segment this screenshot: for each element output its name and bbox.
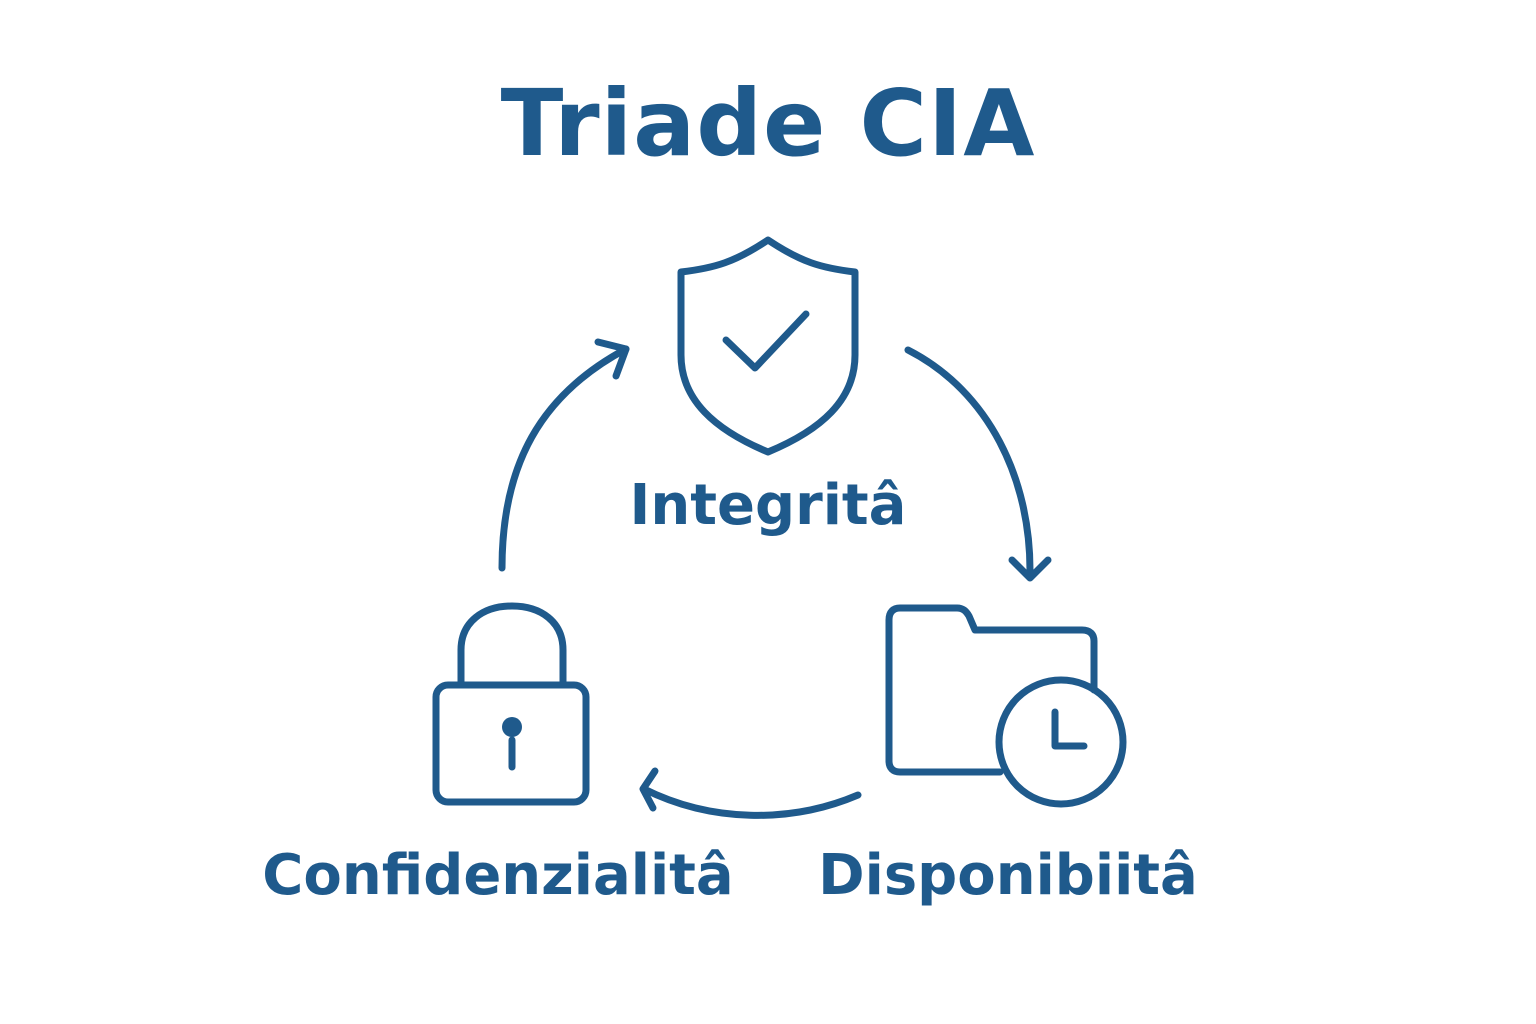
label-confidenzialita: Confidenzialitâ bbox=[262, 843, 734, 908]
arrow-disponibilita-to-confidenzialita bbox=[639, 767, 862, 819]
label-integrita: Integritâ bbox=[629, 473, 907, 538]
arrow-integrita-to-disponibilita bbox=[904, 346, 1052, 582]
shield-check-icon bbox=[677, 236, 859, 456]
label-disponibilita: Disponibiitâ bbox=[818, 843, 1198, 908]
diagram-title: Triade CIA bbox=[500, 70, 1036, 177]
arrow-confidenzialita-to-integrita bbox=[498, 338, 630, 572]
keyhole-icon bbox=[502, 717, 522, 737]
folder-clock-icon bbox=[885, 604, 1127, 808]
padlock-icon bbox=[432, 602, 590, 806]
